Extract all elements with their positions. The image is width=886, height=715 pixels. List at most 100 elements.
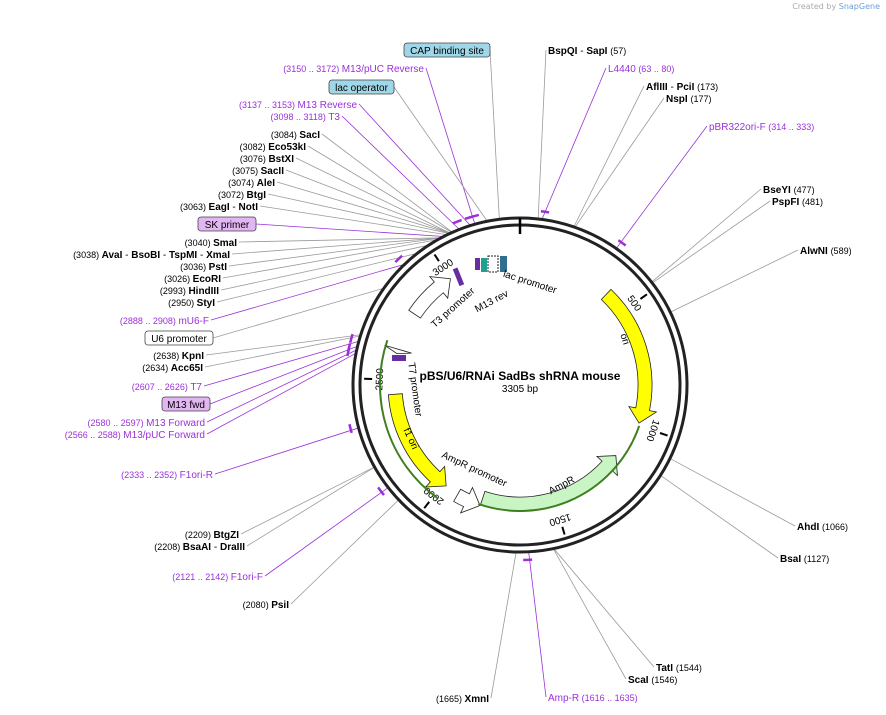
primer-label-amp-r: Amp-R (1616 .. 1635) (548, 693, 638, 704)
leader-line (206, 349, 356, 423)
primer-site-mark (346, 346, 351, 357)
scale-tick (433, 253, 440, 262)
boxed-label-bg (328, 79, 395, 95)
primer-position: (2333 .. 2352) (121, 470, 180, 480)
leader-line (238, 237, 439, 243)
feature-strand (477, 425, 641, 512)
enzyme-label-hindiii: (2993) HindIII (160, 286, 219, 297)
leader-line (210, 264, 403, 321)
primer-name: T7 (190, 382, 202, 393)
boxed-label-bg (161, 396, 211, 412)
primer-position: (1616 .. 1635) (579, 693, 638, 703)
leader-line (573, 85, 645, 227)
primer-site-mark (464, 215, 474, 221)
primer-site-mark (452, 218, 463, 225)
feature-arc-t3-promoter (408, 276, 451, 319)
leader-line (212, 288, 383, 339)
primer-name: M13 Forward (146, 418, 205, 429)
leader-line (670, 458, 796, 527)
primer-label-m13-forward: (2580 .. 2597) M13 Forward (88, 418, 205, 429)
primer-name: F1ori-F (231, 572, 263, 583)
scale-tick-label: 1000 (643, 418, 661, 443)
ampr-promoter-label: AmpR promoter (440, 450, 509, 490)
primer-label-pbr322ori-f: pBR322ori-F (314 .. 333) (709, 122, 814, 133)
enzyme-position: (2634) (142, 363, 171, 373)
primer-position: (314 .. 333) (766, 122, 815, 132)
enzyme-position: (2993) (160, 286, 189, 296)
leader-line (203, 341, 358, 387)
leader-line (321, 133, 452, 232)
leader-line (554, 549, 655, 668)
boxed-label-bg (403, 42, 491, 58)
enzyme-name: StyI (197, 298, 216, 309)
enzyme-position: (57) (610, 46, 626, 56)
enzyme-label-xmni: (1665) XmnI (436, 694, 489, 705)
boxed-label-cap-binding-site: CAP binding site (410, 46, 484, 57)
enzyme-label-kpni: (2638) KpnI (153, 351, 204, 362)
enzyme-name: Acc65I (171, 363, 203, 374)
leader-line (216, 253, 416, 303)
enzyme-name: SapI (586, 46, 610, 57)
scale-tick (561, 526, 566, 535)
leader-line (341, 115, 459, 229)
enzyme-position: (2638) (153, 351, 182, 361)
primer-position: (2580 .. 2597) (88, 418, 147, 428)
primer-site-marks (346, 210, 627, 562)
enzyme-name: AhdI (797, 522, 822, 533)
enzyme-position: (2208) (154, 542, 183, 552)
enzyme-name: EcoRI (193, 274, 222, 285)
primer-site-mark (377, 486, 385, 496)
primer-position: (3098 .. 3118) (270, 112, 328, 122)
boxed-label-sk-primer: SK primer (205, 220, 250, 231)
enzyme-separator: - (160, 250, 169, 261)
enzyme-label-ecori: (3026) EcoRI (164, 274, 221, 285)
enzyme-name: NotI (239, 202, 259, 213)
enzyme-name: SmaI (213, 238, 237, 249)
feature-arc-ori (600, 288, 658, 424)
primer-position: (63 .. 80) (636, 64, 675, 74)
boxed-label-u6-promoter: U6 promoter (151, 334, 207, 345)
enzyme-separator: - (122, 250, 131, 261)
plasmid-size: 3305 bp (502, 384, 539, 395)
leader-line (220, 245, 427, 291)
leader-line (267, 193, 449, 234)
leader-line (259, 205, 446, 235)
primer-name: pBR322ori-F (709, 122, 766, 133)
enzyme-label-nspi: NspI (177) (666, 94, 711, 105)
enzyme-label-smai: (3040) SmaI (185, 238, 238, 249)
boxed-label-lac-operator: lac operator (335, 83, 388, 94)
scale-tick-label: 1500 (547, 511, 572, 528)
leader-line (255, 223, 442, 237)
primer-position: (2888 .. 2908) (120, 316, 179, 326)
t3-block (452, 267, 465, 287)
plasmid-name: pBS/U6/RNAi SadBs shRNA mouse (420, 369, 621, 383)
primer-position: (2121 .. 2142) (172, 572, 231, 582)
primer-site-mark (348, 333, 354, 344)
primer-label-mu6-f: (2888 .. 2908) mU6-F (120, 316, 209, 327)
boxed-label-m13-fwd: M13 fwd (167, 400, 205, 411)
primer-label-m13-puc-forward: (2566 .. 2588) M13/pUC Forward (65, 430, 205, 441)
lac-promoter-block (487, 255, 499, 273)
leader-line (231, 237, 439, 255)
primer-site-mark (348, 423, 353, 434)
leader-line (240, 467, 374, 535)
enzyme-position: (3076) (240, 154, 269, 164)
enzyme-position: (1127) (804, 554, 829, 564)
enzyme-position: (481) (802, 197, 823, 207)
enzyme-label-psii: (2080) PsiI (243, 600, 290, 611)
snapgene-brand: SnapGene (838, 2, 880, 11)
enzyme-position: (2080) (243, 600, 272, 610)
lac-region-blocks (392, 255, 507, 361)
leader-line (295, 157, 450, 234)
enzyme-label-bsaai: (2208) BsaAI - DraIII (154, 542, 245, 553)
enzyme-label-bspqi: BspQI - SapI (57) (548, 46, 626, 57)
feature-arcs (379, 276, 658, 514)
primer-label-l4440: L4440 (63 .. 80) (608, 64, 674, 75)
primer-name: M13 Reverse (298, 100, 358, 111)
enzyme-position: (1546) (651, 675, 677, 685)
boxed-label-bg (197, 216, 257, 232)
plasmid-backbone (351, 216, 689, 554)
enzyme-label-sacii: (3075) SacII (232, 166, 284, 177)
primer-name: L4440 (608, 64, 636, 75)
enzyme-name: AlwNI (800, 246, 831, 257)
